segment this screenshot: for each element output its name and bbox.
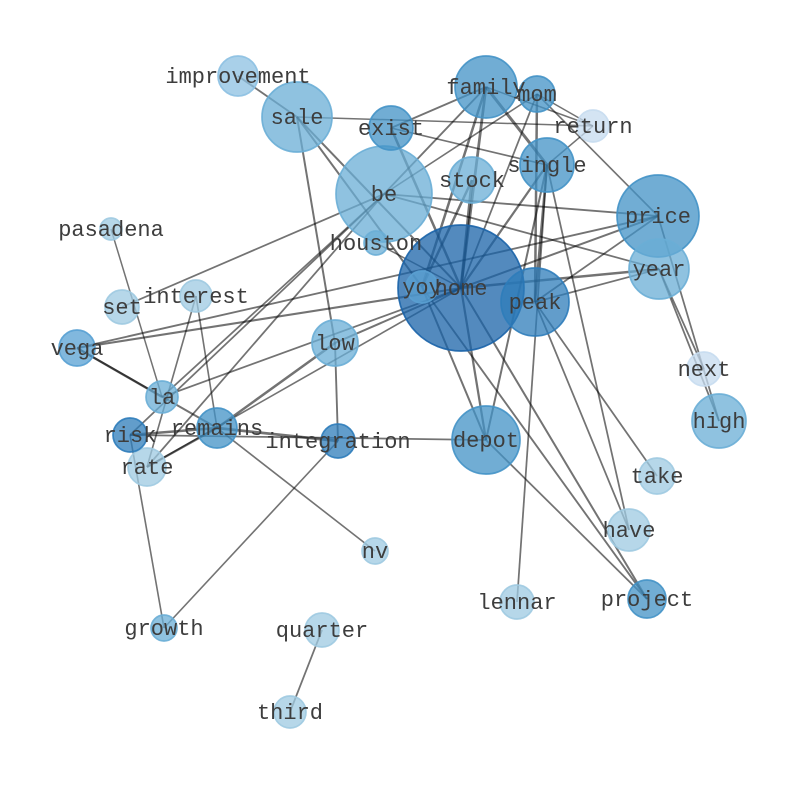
svg-text:interest: interest <box>143 285 249 310</box>
svg-text:home: home <box>435 277 488 302</box>
svg-text:yoy: yoy <box>402 276 442 301</box>
svg-text:be: be <box>371 183 397 208</box>
svg-text:depot: depot <box>453 429 519 454</box>
svg-text:quarter: quarter <box>276 619 368 644</box>
svg-text:vega: vega <box>51 337 104 362</box>
svg-text:project: project <box>601 588 693 613</box>
svg-text:la: la <box>149 386 175 411</box>
svg-text:pasadena: pasadena <box>58 218 164 243</box>
svg-text:set: set <box>102 296 142 321</box>
svg-text:price: price <box>625 205 691 230</box>
svg-text:single: single <box>507 154 586 179</box>
svg-text:have: have <box>603 519 656 544</box>
svg-text:family: family <box>446 76 525 101</box>
svg-text:stock: stock <box>439 169 505 194</box>
svg-text:third: third <box>257 701 323 726</box>
svg-text:take: take <box>631 465 684 490</box>
svg-text:houston: houston <box>330 232 422 257</box>
svg-text:mom: mom <box>517 83 557 108</box>
svg-text:next: next <box>678 358 731 383</box>
svg-text:exist: exist <box>358 117 424 142</box>
svg-text:sale: sale <box>271 106 324 131</box>
svg-text:lennar: lennar <box>477 591 556 616</box>
svg-text:nv: nv <box>362 540 388 565</box>
svg-text:growth: growth <box>124 617 203 642</box>
svg-text:high: high <box>693 410 746 435</box>
svg-text:remains: remains <box>171 417 263 442</box>
svg-text:rate: rate <box>121 456 174 481</box>
svg-text:peak: peak <box>509 291 562 316</box>
svg-text:year: year <box>633 258 686 283</box>
svg-text:integration: integration <box>265 430 410 455</box>
svg-text:improvement: improvement <box>165 65 310 90</box>
svg-text:low: low <box>315 332 355 357</box>
svg-text:return: return <box>553 115 632 140</box>
svg-text:risk: risk <box>104 424 157 449</box>
